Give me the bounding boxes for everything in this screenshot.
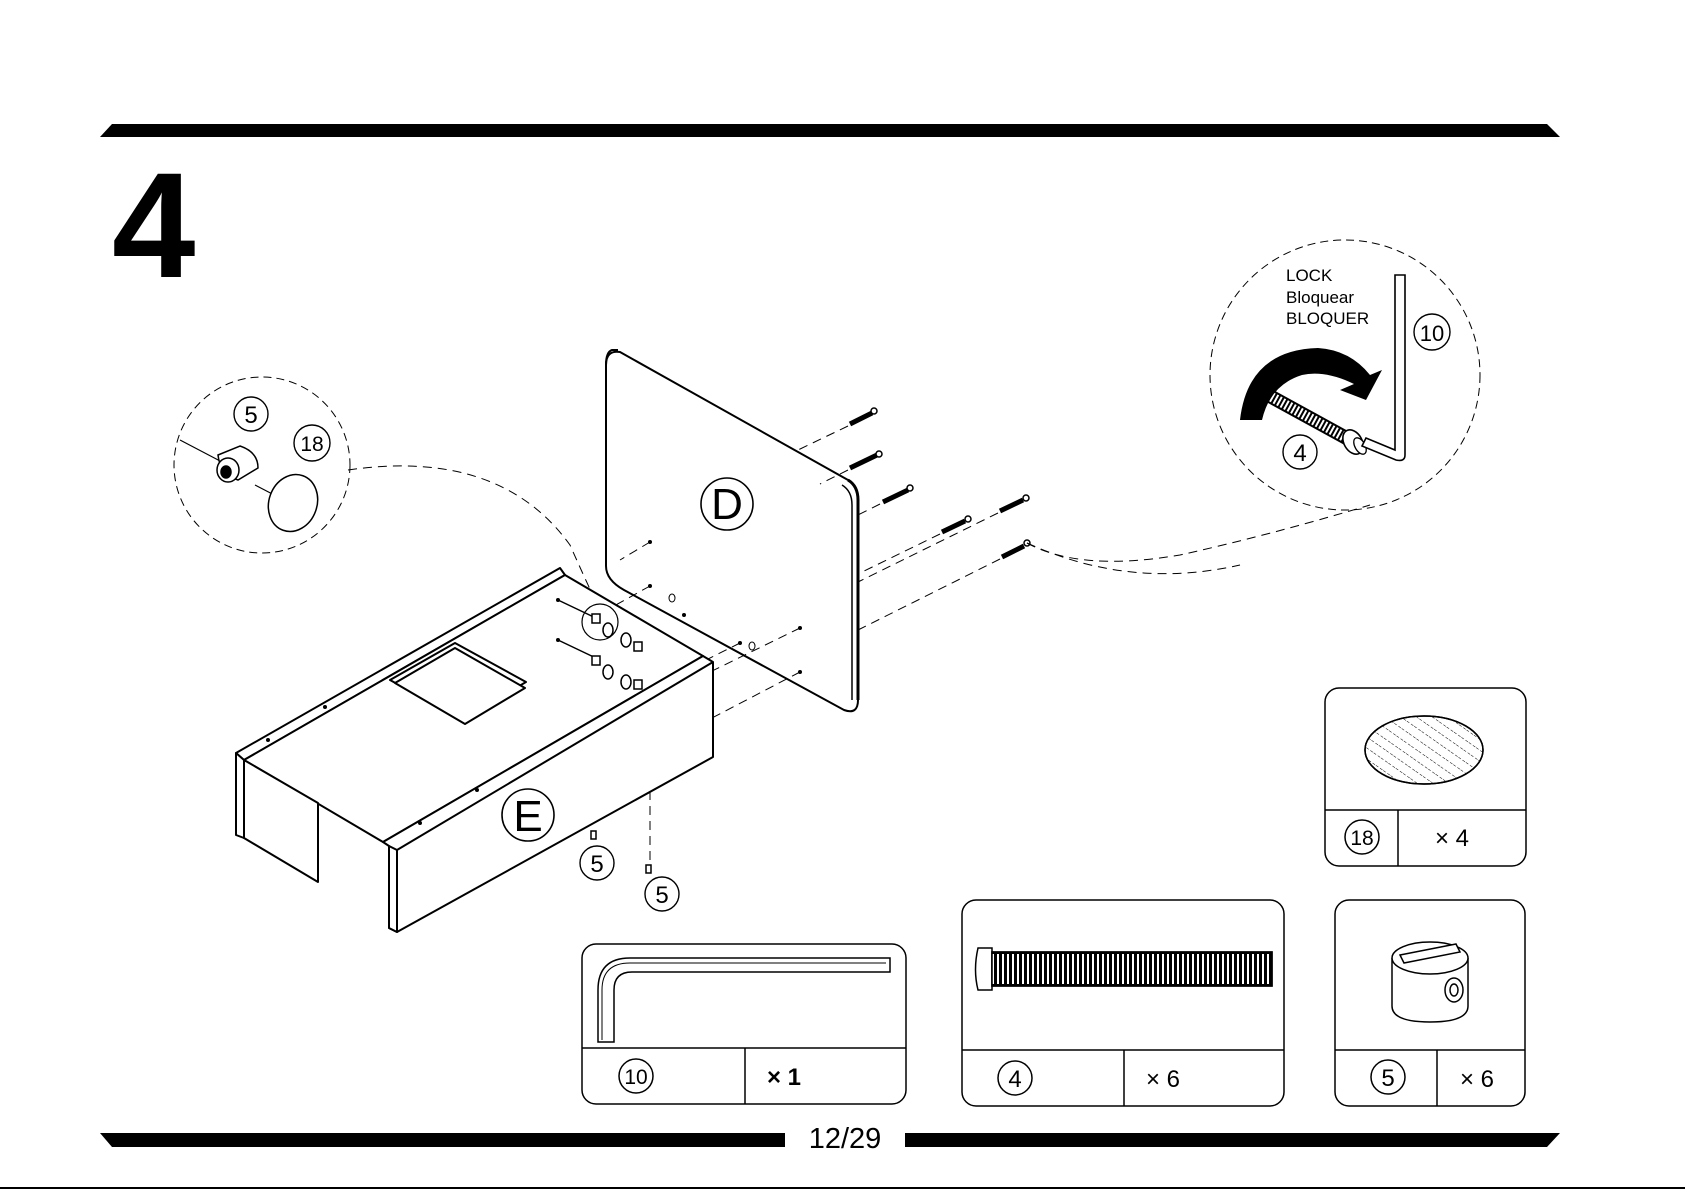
part-4-quantity: × 6 — [1146, 1066, 1180, 1093]
part-18-quantity: × 4 — [1435, 825, 1469, 852]
callout-detail-cam: 5 — [244, 402, 257, 429]
page-number: 12/29 — [785, 1123, 905, 1155]
bolt-5 — [1000, 495, 1029, 511]
panel-e-label: E — [513, 792, 542, 841]
detail-bubble-cam: 5 18 — [174, 377, 350, 553]
callout-under-cam-2: 5 — [655, 882, 668, 909]
bolt-6 — [1002, 540, 1030, 557]
top-rule — [100, 124, 1560, 137]
cap-detail-icon — [261, 468, 326, 539]
part-5-number: 5 — [1381, 1065, 1394, 1092]
part-5-quantity: × 6 — [1460, 1066, 1494, 1093]
callout-under-cam-1: 5 — [590, 851, 603, 878]
part-4-number: 4 — [1008, 1066, 1021, 1093]
callout-lock-wrench: 10 — [1420, 321, 1444, 346]
cam-nut-icon — [1392, 942, 1468, 1022]
lock-note-line-1: LOCK — [1286, 265, 1369, 287]
callout-detail-cap: 18 — [300, 433, 323, 456]
lock-note: LOCK Bloquear BLOQUER — [1286, 265, 1369, 330]
bolt-1 — [850, 408, 877, 424]
bolts-group — [850, 408, 1030, 557]
cam-detail-icon — [217, 446, 258, 482]
part-box-5 — [1335, 900, 1525, 1106]
rotation-arrow-icon — [1240, 348, 1382, 420]
bolt-4 — [942, 516, 971, 532]
step-number: 4 — [112, 150, 191, 300]
bottom-rule-right — [870, 1133, 1560, 1147]
callout-lock-bolt: 4 — [1293, 440, 1306, 467]
lock-note-line-3: BLOQUER — [1286, 308, 1369, 330]
part-10-quantity: × 1 — [767, 1064, 801, 1091]
panel-e-frame — [236, 568, 713, 932]
lock-note-line-2: Bloquear — [1286, 287, 1369, 309]
bolt-2 — [850, 451, 882, 468]
bottom-rule-left — [100, 1133, 790, 1147]
part-10-number: 10 — [624, 1066, 647, 1089]
panel-d-label: D — [711, 480, 743, 529]
bolt-3 — [883, 485, 913, 502]
part-18-number: 18 — [1350, 827, 1373, 850]
bolt-icon — [976, 948, 1273, 990]
